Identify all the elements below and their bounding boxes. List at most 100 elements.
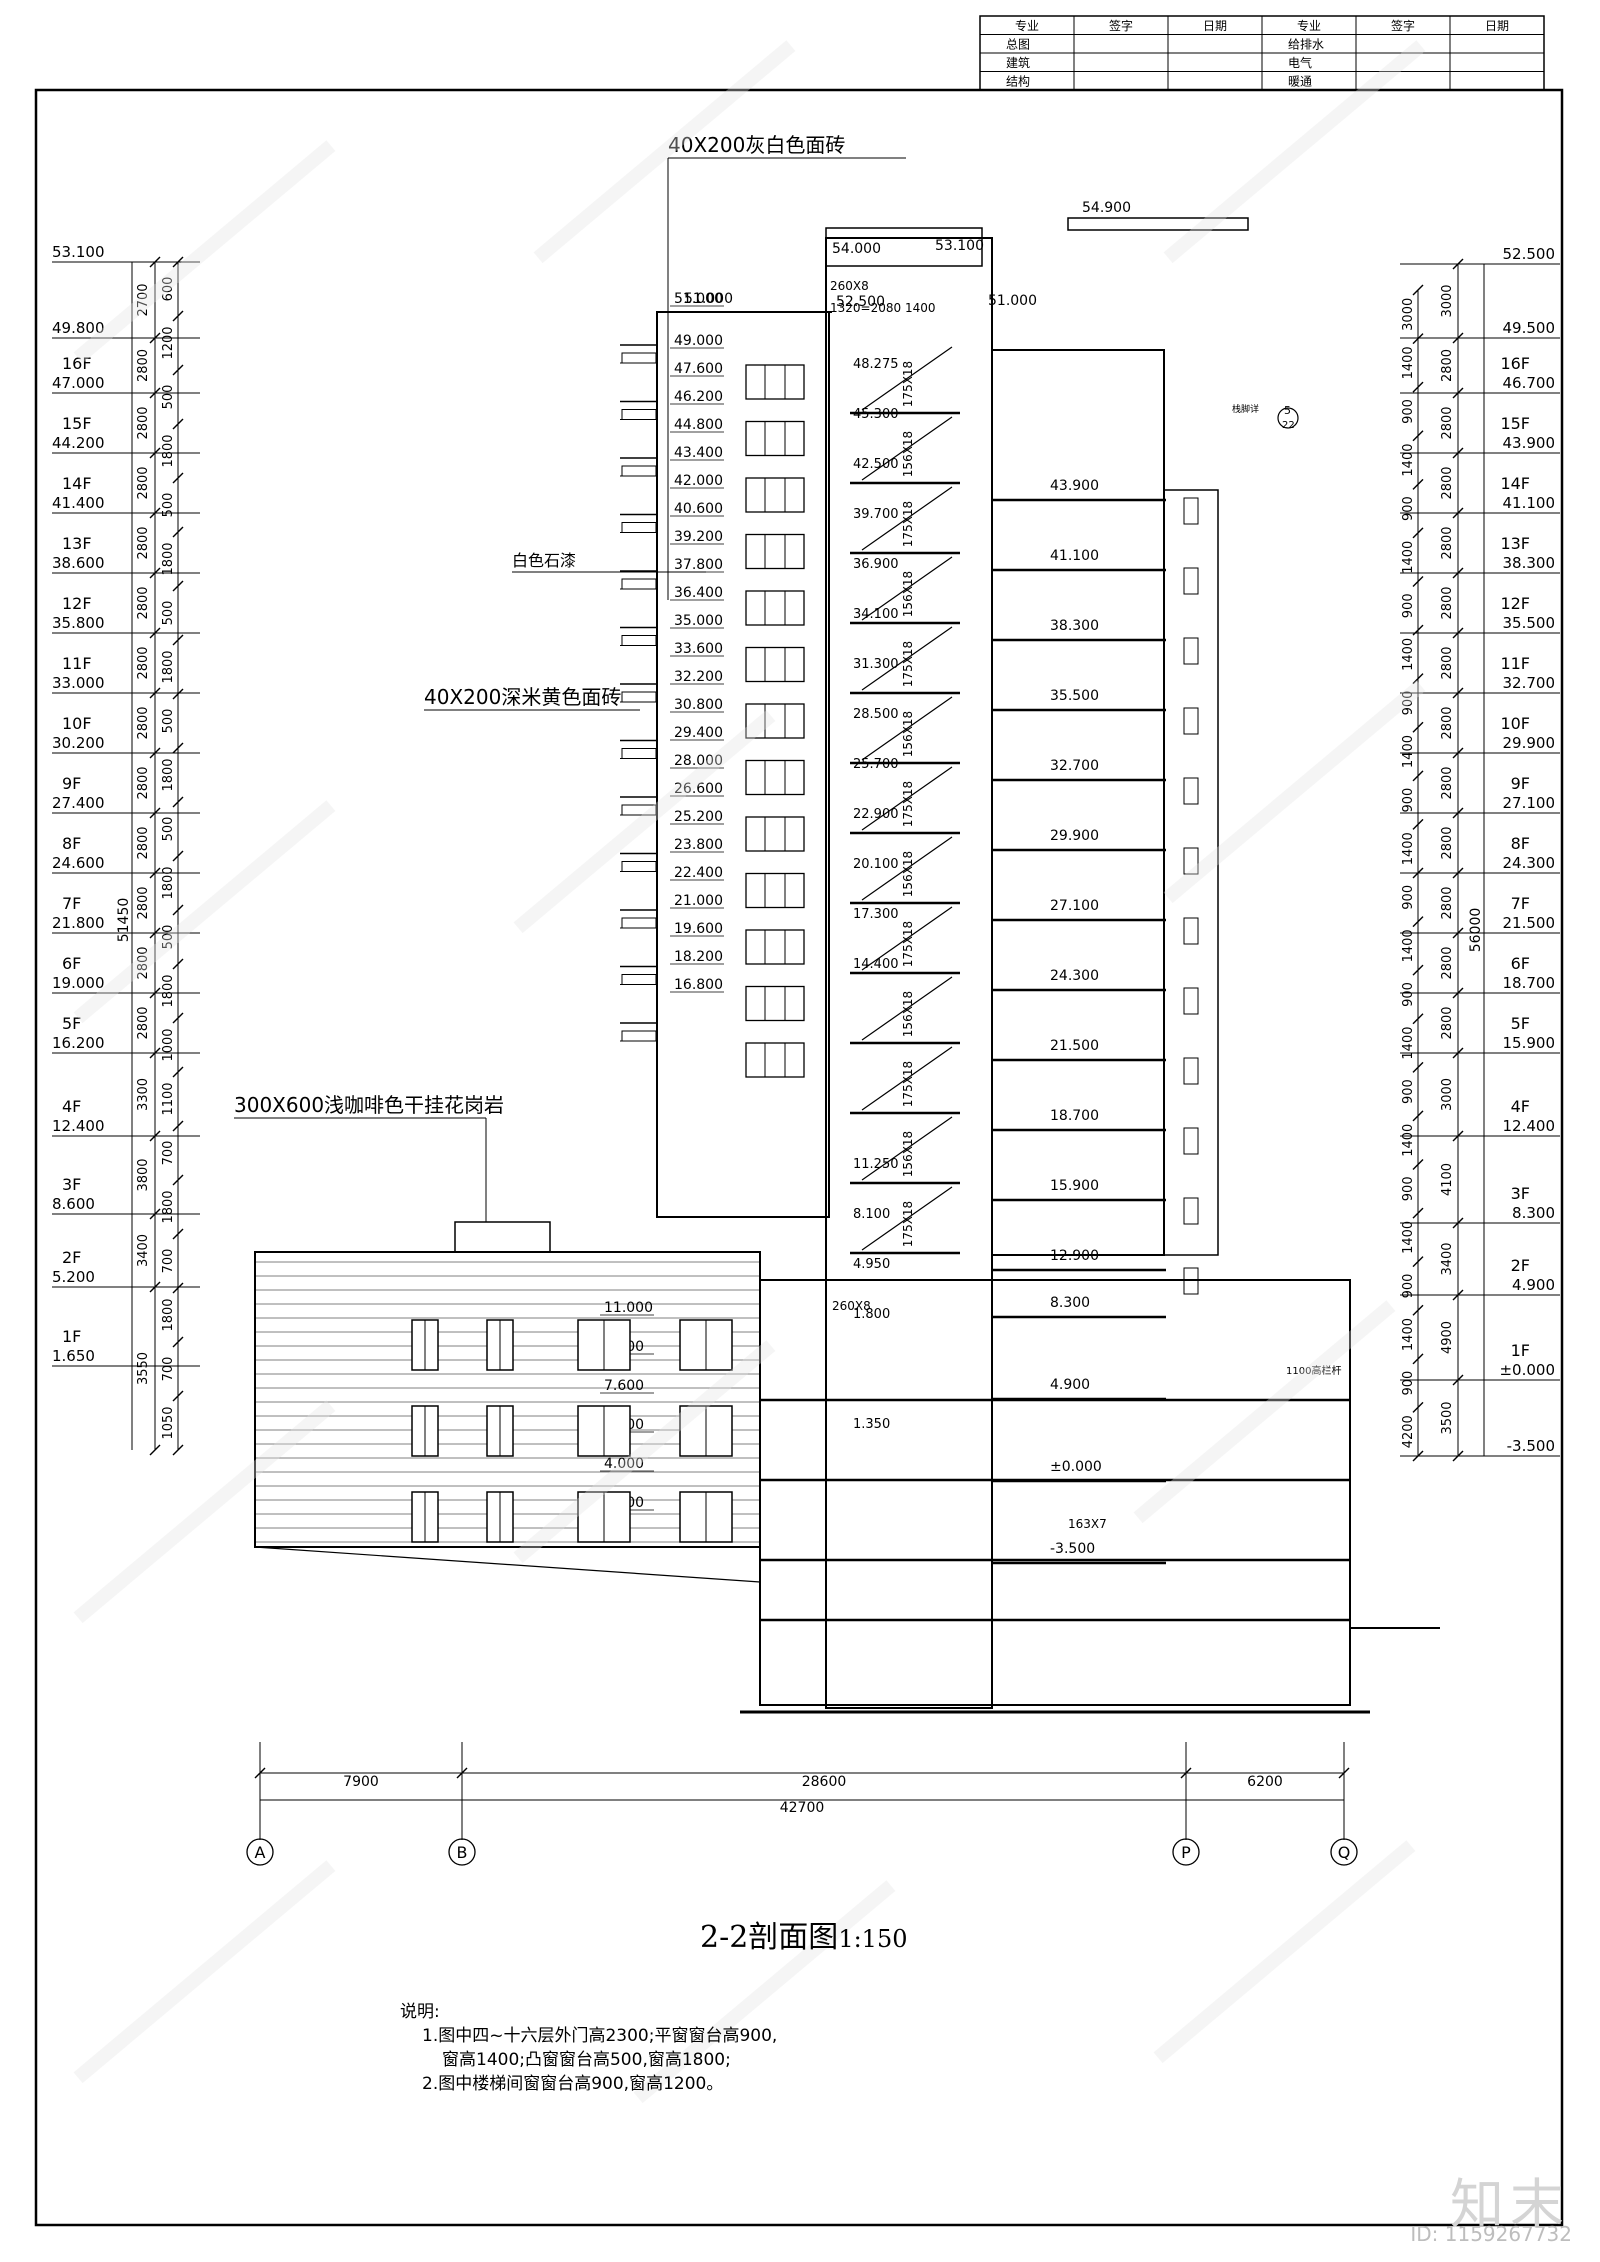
stair-elevation: 48.275 [853,357,899,372]
floor-label: 1F [1511,1341,1530,1360]
dimension-tick [149,627,161,639]
axis-bubble [448,1838,476,1866]
bay-window [1183,637,1199,665]
stair-elevation: 28.500 [853,707,899,722]
stair-spec: 175X18 [901,921,915,967]
dimension-label: 1400 [1401,638,1416,671]
dimension-label: 3000 [1401,298,1416,331]
room-elevation: 24.300 [1050,968,1099,984]
dimension-label: 900 [1401,885,1416,910]
dimension-label: 1400 [1401,443,1416,476]
floor-label: 11F [1500,654,1530,673]
title-block-header: 签字 [1391,18,1415,33]
stair-spec: 156X18 [901,711,915,757]
detail-callout-sheet: 22 [1282,420,1295,431]
dimension-tick [149,1444,161,1456]
balcony-rail-box [621,861,657,872]
facade-elevation: 22.400 [674,865,723,881]
watermark-band [513,1340,776,1564]
dimension-tick [1412,624,1424,636]
dimension-tick [172,850,184,862]
watermark [1153,1840,1416,2064]
dimension-label: 1200 [161,326,176,359]
bay-window-column [1163,489,1219,1256]
dimension-tick [1452,567,1464,579]
facade-window [745,929,805,965]
room-elevation: -3.500 [1050,1541,1095,1557]
stair-spec: 175X18 [901,361,915,407]
floor-level: 35.800 [52,614,105,632]
roof-elevation: 53.100 [935,238,984,254]
dimension-tick [149,1281,161,1293]
facade-elevation: 35.000 [674,613,723,629]
facade-window [745,590,805,626]
lower-block-outline [759,1279,1351,1706]
axis-bubble [1172,1838,1200,1866]
floor-label: 16F [1500,354,1530,373]
dimension-label: 700 [161,1141,176,1166]
drawing-title: 2-2剖面图1:150 [700,1912,907,1956]
bay-window [1183,567,1199,595]
building-facade: 51.00049.00047.60046.20044.80043.40042.0… [600,291,832,1511]
floor-level: 33.000 [52,674,105,692]
watermark-band [73,1860,336,2084]
balcony-rail-box [621,522,657,533]
floor-label: 15F [1500,414,1530,433]
floor-level: 46.700 [1503,374,1556,392]
dimension-tick [149,1130,161,1142]
dimension-tick [172,1228,184,1240]
dimension-label: 4900 [1440,1321,1455,1354]
title-block-header: 日期 [1203,19,1227,33]
stair-spec: 163X7 [1068,1517,1107,1531]
dimension-label: 2800 [136,766,151,799]
dimension-label: 1800 [161,1298,176,1331]
title-block-header: 签字 [1109,18,1133,33]
facade-window [745,985,805,1022]
dimension-label: 500 [161,709,176,734]
dimension-tick [172,580,184,592]
watermark [633,1880,896,2104]
roof-elevation: 51.000 [684,291,733,307]
floor-level: 53.100 [52,243,105,261]
room-elevation: 32.700 [1050,758,1099,774]
stair-flight [861,556,953,621]
podium-block [254,1221,761,1583]
grid-total: 42700 [780,1800,825,1816]
title-block-cell: 电气 [1288,55,1312,70]
dimension-tick [149,332,161,344]
dimension-label: 2800 [1440,766,1455,799]
room-elevation: 27.100 [1050,898,1099,914]
dimension-tick [1452,1130,1464,1142]
dimension-tick [172,1282,184,1294]
title-block-table: 专业签字日期专业签字日期总图给排水建筑电气结构暖通 [979,15,1545,91]
dimension-label: 2800 [1440,349,1455,382]
grade-line [254,1546,761,1583]
facade-elevation: 4.000 [604,1456,644,1472]
floor-label: 3F [62,1175,81,1194]
sheet-frame [34,88,1564,2227]
dimension-label: 1400 [1401,735,1416,768]
dimension-label: 500 [161,925,176,950]
watermark [1163,40,1426,264]
dimension-tick [1412,867,1424,879]
floor-level: 52.500 [1503,245,1556,263]
room-elevation: 43.900 [1050,478,1099,494]
dimension-tick [1452,867,1464,879]
floor-level: 41.100 [1503,494,1556,512]
grid-dimension: 6200 [1247,1774,1283,1790]
floor-label: 10F [62,714,92,733]
facade-elevation: 42.000 [674,473,723,489]
dimension-label: 3550 [136,1352,151,1385]
title-block-header: 专业 [1297,18,1321,33]
dimension-total: 56000 [1468,908,1484,953]
stair-spec: 175X18 [901,641,915,687]
floor-label: 5F [62,1014,81,1033]
facade-window [745,420,805,457]
floor-label: 13F [1500,534,1530,553]
dimension-tick [172,526,184,538]
watermark [513,710,776,934]
floor-level: 38.300 [1503,554,1556,572]
dimension-label: 2800 [136,826,151,859]
facade-elevation: 30.800 [674,697,723,713]
dimension-label: 500 [161,601,176,626]
